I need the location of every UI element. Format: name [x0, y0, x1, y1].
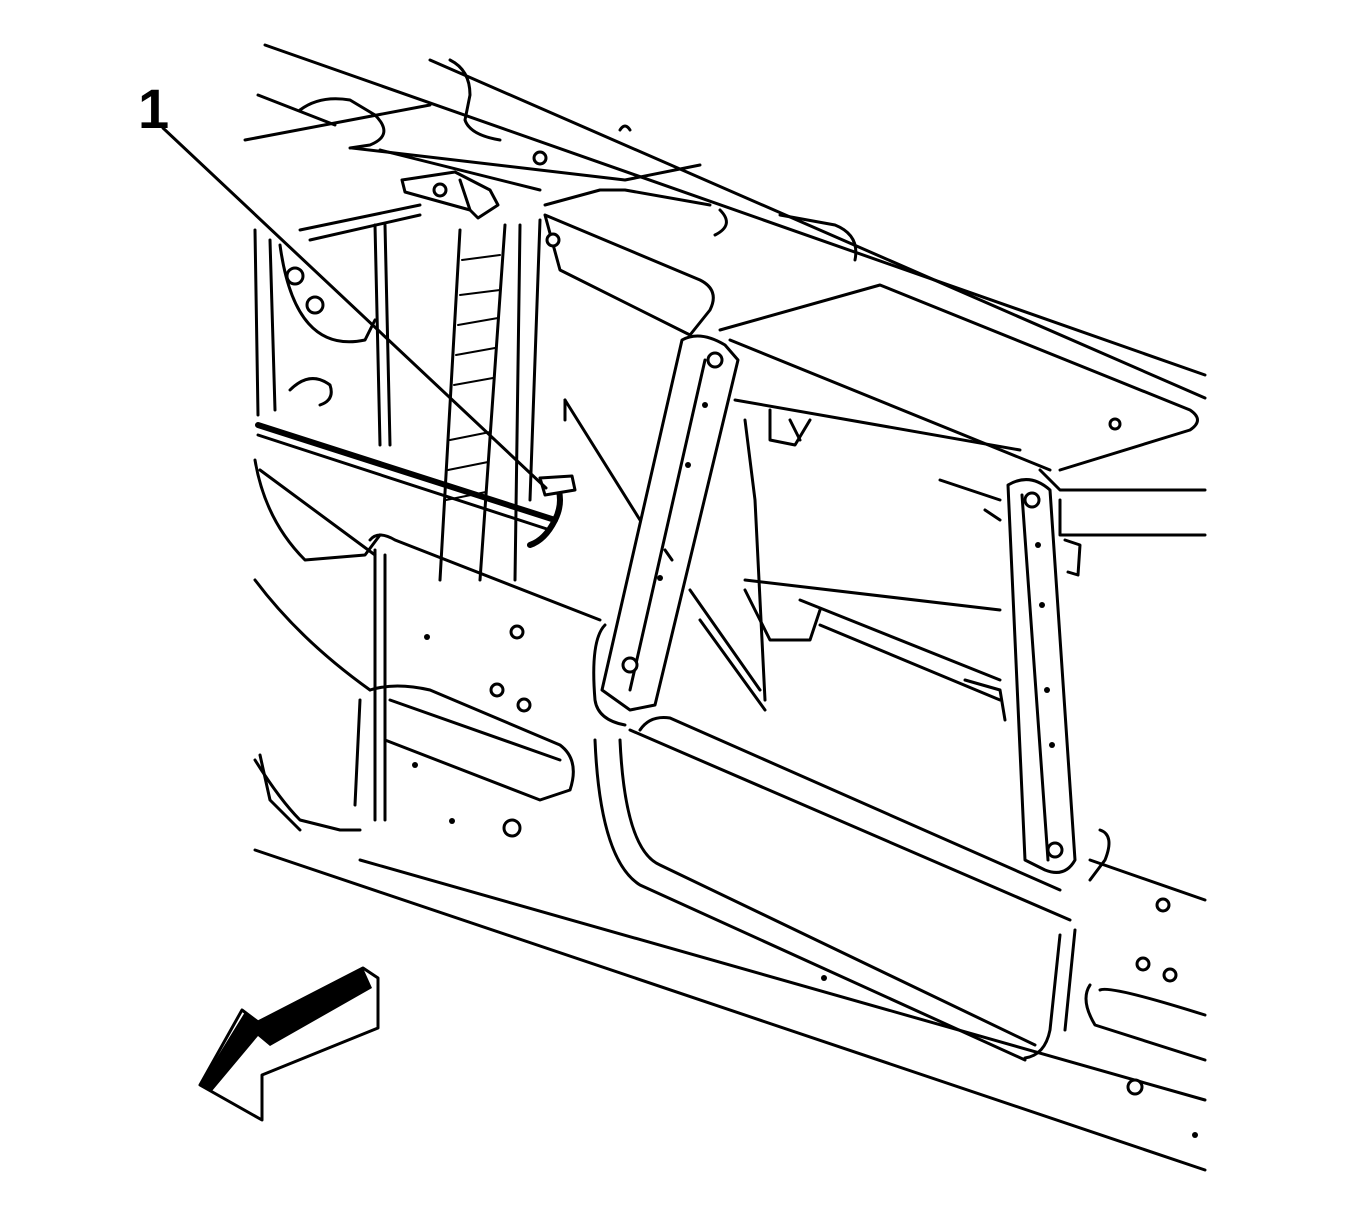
wiring-harness [255, 422, 577, 548]
hood-latch [400, 170, 500, 220]
lower-right-panel [1084, 828, 1207, 1138]
callout-1-label: 1 [138, 77, 169, 140]
upper-shroud-panel [543, 213, 1207, 537]
right-support-strut [1006, 478, 1082, 874]
upper-radiator-support [243, 43, 1207, 400]
radiator-core-left [253, 203, 542, 582]
radiator-body [563, 398, 1022, 722]
lower-center-bracket [592, 623, 1077, 1062]
front-direction-arrow-icon [198, 966, 380, 1122]
left-support-strut [600, 334, 740, 712]
callout-1: 1 [138, 77, 548, 490]
lower-front-panel [253, 458, 1207, 1172]
callout-1-leader-line [161, 126, 548, 490]
